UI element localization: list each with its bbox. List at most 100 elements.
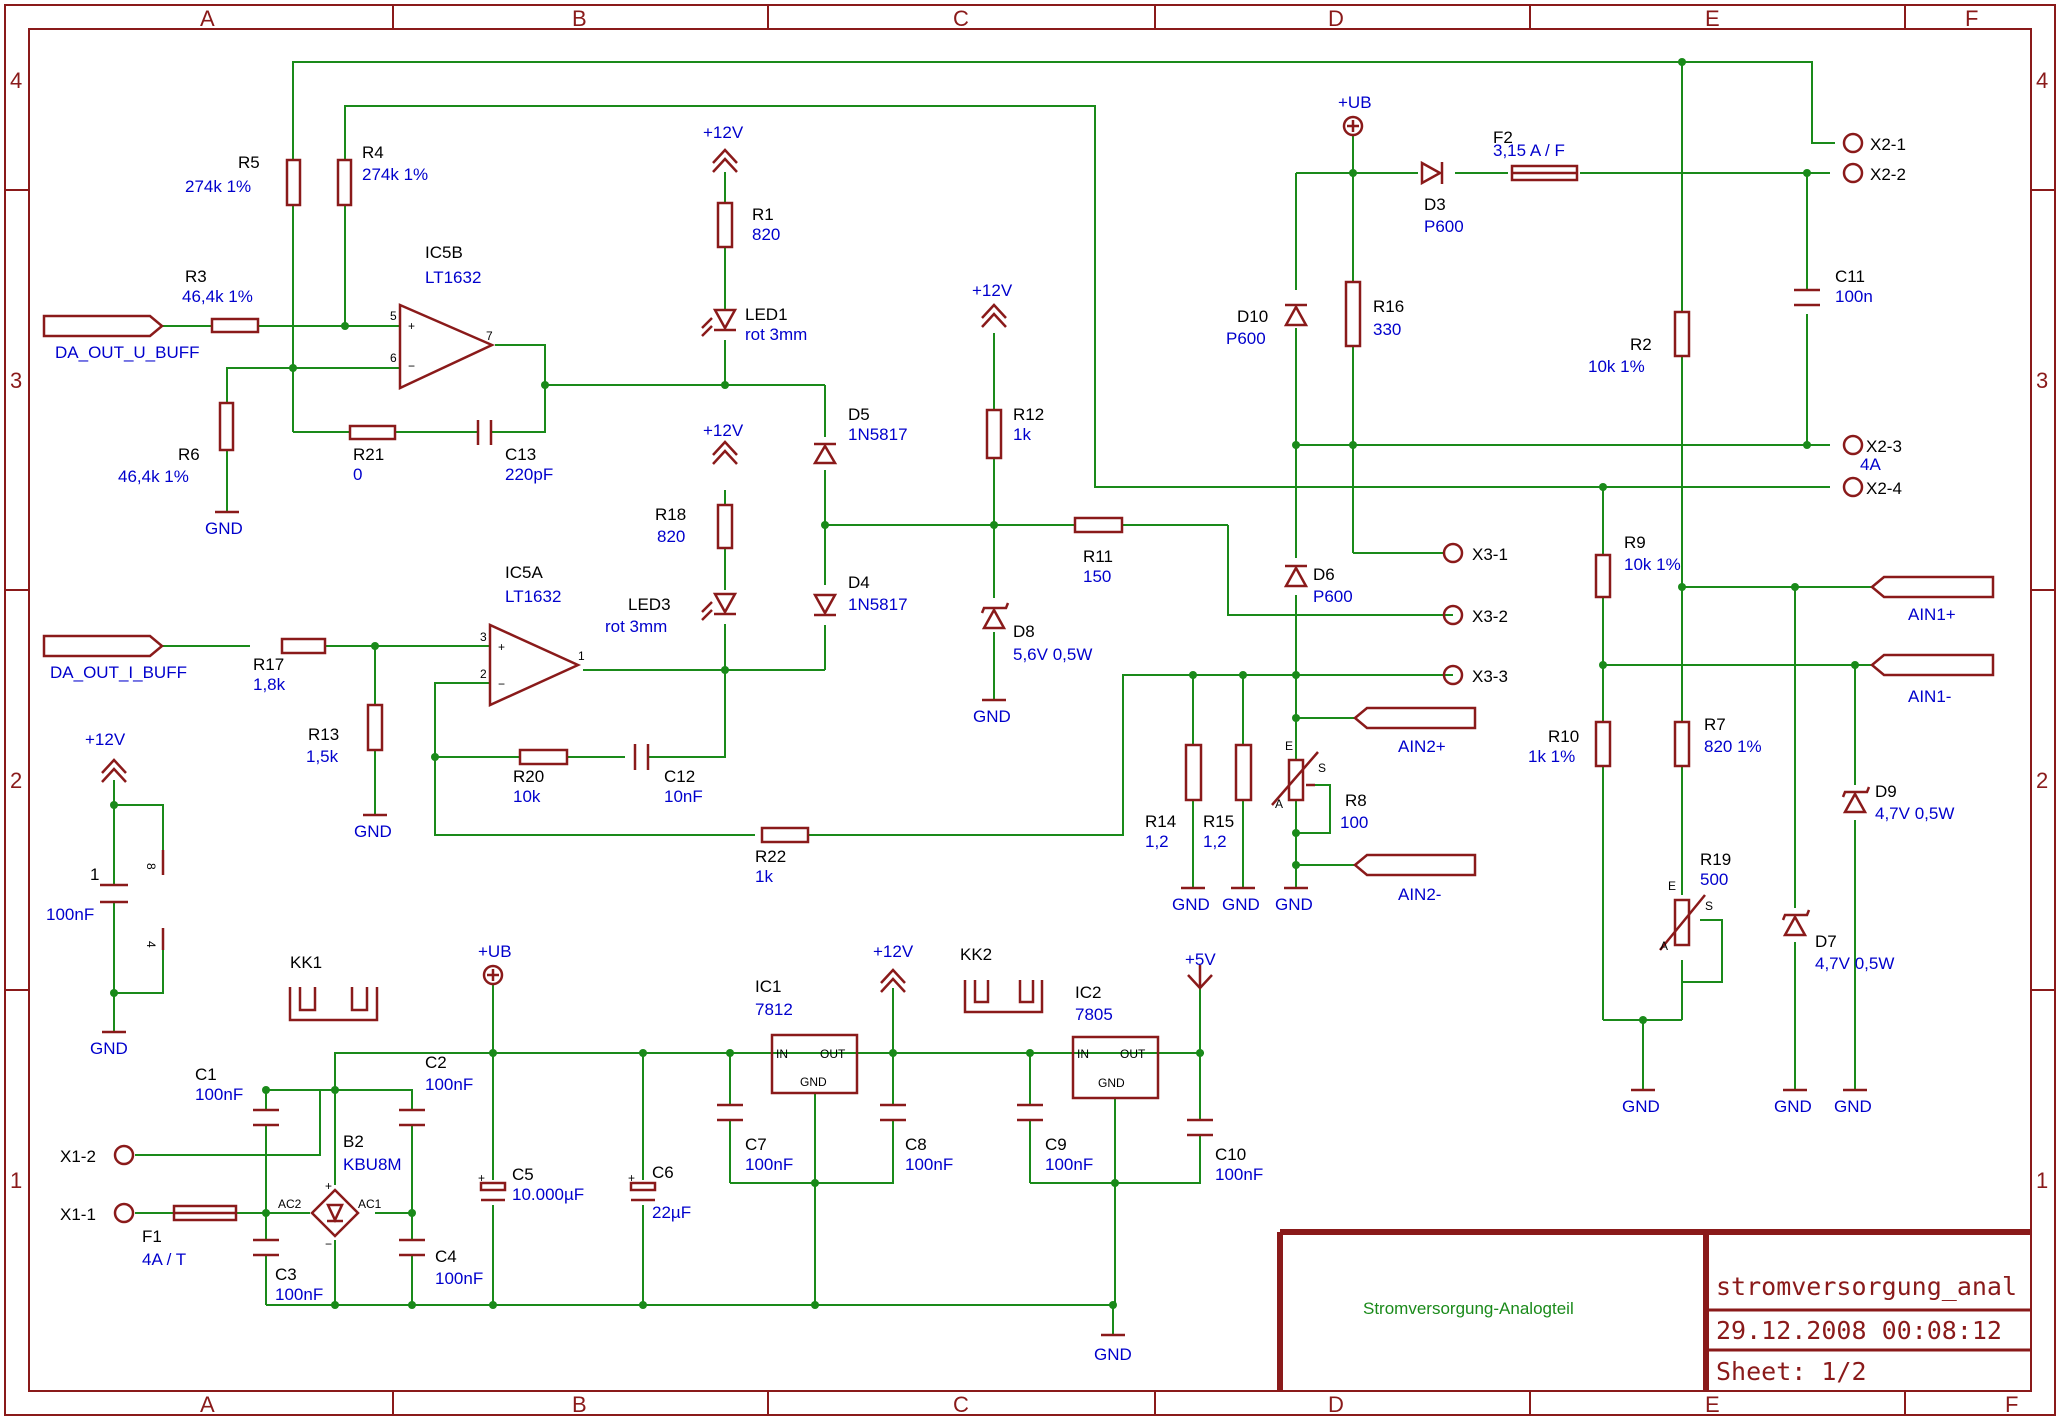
ic2-value: 7805: [1075, 1005, 1113, 1024]
c8-name: C8: [905, 1135, 927, 1154]
gnd-power-label: GND: [1094, 1345, 1132, 1364]
frame-col-f-bottom: F: [2005, 1392, 2018, 1417]
r11-name: R11: [1083, 547, 1113, 566]
supply-ub-bottom: +UB: [478, 942, 512, 986]
frame-col-a-top: A: [200, 6, 215, 31]
d3-value: P600: [1424, 217, 1464, 236]
x3-3-label: X3-3: [1472, 667, 1508, 686]
heatsink-kk1: KK1: [288, 953, 379, 1022]
c3-value: 100nF: [275, 1285, 323, 1304]
diode-d4: D4 1N5817: [812, 573, 908, 617]
regulator-ic1: IN OUT GND IC1 7812: [755, 977, 859, 1095]
d6-name: D6: [1313, 565, 1335, 584]
potentiometer-r19: E A S R19 500: [1659, 850, 1731, 953]
r10-value: 1k 1%: [1528, 747, 1575, 766]
connector-x2-3: X2-3 4A: [1842, 434, 1902, 474]
r8-name: R8: [1345, 791, 1367, 810]
frame-col-a-bottom: A: [200, 1392, 215, 1417]
supply-12v-c1block-label: +12V: [85, 730, 126, 749]
ic5b-name: IC5B: [425, 243, 463, 262]
capacitor-c1: C1 100nF: [195, 1065, 279, 1127]
port-ain2p-label: AIN2+: [1398, 737, 1446, 756]
ic5a-value: LT1632: [505, 587, 561, 606]
led1-name: LED1: [745, 305, 788, 324]
r14-value: 1,2: [1145, 832, 1169, 851]
supply-5v: +5V: [1185, 950, 1216, 990]
c7-value: 100nF: [745, 1155, 793, 1174]
title-date: 29.12.2008 00:08:12: [1716, 1316, 2002, 1345]
regulator-ic2: IN OUT GND IC2 7805: [1071, 983, 1160, 1100]
c12-name: C12: [664, 767, 695, 786]
frame-col-c-top: C: [953, 6, 969, 31]
f1-name: F1: [142, 1227, 162, 1246]
c13-value: 220pF: [505, 465, 553, 484]
kk1-name: KK1: [290, 953, 322, 972]
x1-1-label: X1-1: [60, 1205, 96, 1224]
c13-name: C13: [505, 445, 536, 464]
frame-col-e-bottom: E: [1705, 1392, 1720, 1417]
r1-name: R1: [752, 205, 774, 224]
f1-value: 4A / T: [142, 1250, 186, 1269]
c6-value: 22µF: [652, 1203, 691, 1222]
ic5a-plus: +: [498, 640, 505, 654]
x3-2-label: X3-2: [1472, 607, 1508, 626]
x2-2-label: X2-2: [1870, 165, 1906, 184]
connector-x1-1: X1-1: [60, 1202, 135, 1224]
r17-name: R17: [253, 655, 284, 674]
supply-12v-led3-label: +12V: [703, 421, 744, 440]
c7-name: C7: [745, 1135, 767, 1154]
r12-name: R12: [1013, 405, 1044, 424]
port-da-out-u: DA_OUT_U_BUFF: [42, 314, 200, 362]
connector-x1-2: X1-2: [60, 1144, 135, 1166]
supply-12v-r12: +12V: [972, 281, 1013, 328]
supply-12v-led1-label: +12V: [703, 123, 744, 142]
frame-col-d-top: D: [1328, 6, 1344, 31]
gnd-d8-label: GND: [973, 707, 1011, 726]
b2-minus: −: [325, 1237, 332, 1251]
ic1-in: IN: [776, 1047, 788, 1061]
led-led3: LED3 rot 3mm: [605, 592, 738, 636]
c6-plus: +: [628, 1171, 635, 1185]
ic5a-pin3: 3: [480, 630, 487, 644]
d8-name: D8: [1013, 622, 1035, 641]
d7-name: D7: [1815, 932, 1837, 951]
opamp-ic5a: + − 3 2 1 IC5A LT1632: [480, 563, 585, 707]
b2-name: B2: [343, 1132, 364, 1151]
c-ic5-value: 100nF: [46, 905, 94, 924]
supply-12v-reg: +12V: [873, 942, 914, 993]
r21-name: R21: [353, 445, 384, 464]
ic5-pin8: 8: [144, 863, 158, 870]
ic2-out: OUT: [1120, 1047, 1146, 1061]
d9-value: 4,7V 0,5W: [1875, 804, 1954, 823]
electrolytic-c6: + C6 22µF: [628, 1163, 691, 1222]
ic5-pin4: 4: [144, 941, 158, 948]
r8-value: 100: [1340, 813, 1368, 832]
c6-name: C6: [652, 1163, 674, 1182]
gnd-c-ic5-label: GND: [90, 1039, 128, 1058]
d10-name: D10: [1237, 307, 1268, 326]
resistor-r15: R15 1,2: [1203, 743, 1253, 851]
frame-row-2-right: 2: [2036, 768, 2048, 793]
bridge-rectifier-b2: + − AC2 AC1 B2 KBU8M: [278, 1132, 402, 1251]
gnd-r8: GND: [1275, 886, 1313, 914]
resistor-r10: R10 1k 1%: [1528, 720, 1612, 768]
x2-3-label: X2-3: [1866, 437, 1902, 456]
r9-name: R9: [1624, 533, 1646, 552]
capacitor-c2: C2 100nF: [399, 1053, 473, 1127]
resistor-r17: R17 1,8k: [253, 637, 327, 694]
c2-value: 100nF: [425, 1075, 473, 1094]
resistor-r21: R21 0: [348, 424, 397, 484]
diode-d10: D10 P600: [1226, 303, 1309, 348]
r2-name: R2: [1630, 335, 1652, 354]
frame-row-4-left: 4: [10, 68, 22, 93]
r8-pin-s: S: [1318, 761, 1326, 775]
resistor-r14: R14 1,2: [1145, 743, 1203, 851]
capacitor-c11: C11 100n: [1794, 267, 1873, 307]
ic5b-pin5: 5: [390, 309, 397, 323]
c4-value: 100nF: [435, 1269, 483, 1288]
connector-x2-1: X2-1: [1842, 132, 1906, 154]
ic2-gnd: GND: [1098, 1076, 1125, 1090]
frame-row-4-right: 4: [2036, 68, 2048, 93]
gnd-d9: GND: [1834, 1088, 1872, 1116]
capacitor-c13: C13 220pF: [476, 420, 553, 484]
